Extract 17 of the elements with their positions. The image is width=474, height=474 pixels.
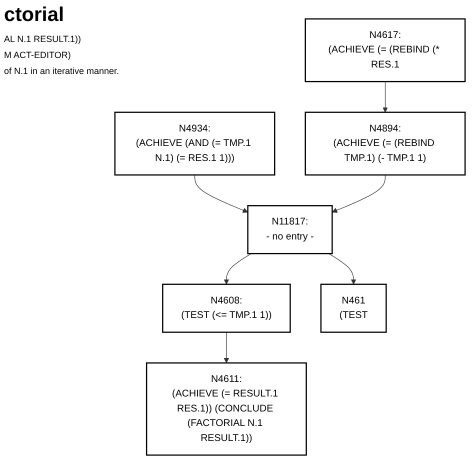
note-text: AL N.1 RESULT.1)) (4, 34, 82, 44)
arrow (328, 253, 356, 285)
node-box: N4608: (TEST (<= TMP.1 1)) (162, 284, 291, 333)
arrow (382, 81, 388, 113)
node-box: N11817: - no entry - (247, 205, 333, 254)
node-box: N4934: (ACHIEVE (AND (= TMP.1 N.1) (= RES.1 1))) (114, 112, 276, 176)
node-box: N4611: (ACHIEVE (= RESULT.1 RES.1)) (CONCLUDE (FACTORIAL N.1 RESULT.1)) (146, 362, 307, 456)
arrow (224, 253, 252, 285)
arrow (194, 174, 248, 213)
title: ctorial (4, 4, 64, 27)
arrow (224, 332, 230, 364)
arrow (332, 174, 386, 213)
node-box: N461 (TEST (320, 284, 387, 333)
note-text: of N.1 in an iterative manner. (4, 66, 120, 76)
note-text: M ACT-EDITOR) (4, 50, 72, 60)
node-box: N4894: (ACHIEVE (= (REBIND TMP.1) (- TMP.1 1) (304, 112, 466, 176)
node-box: N4617: (ACHIEVE (= (REBIND (* RES.1 (304, 18, 466, 82)
